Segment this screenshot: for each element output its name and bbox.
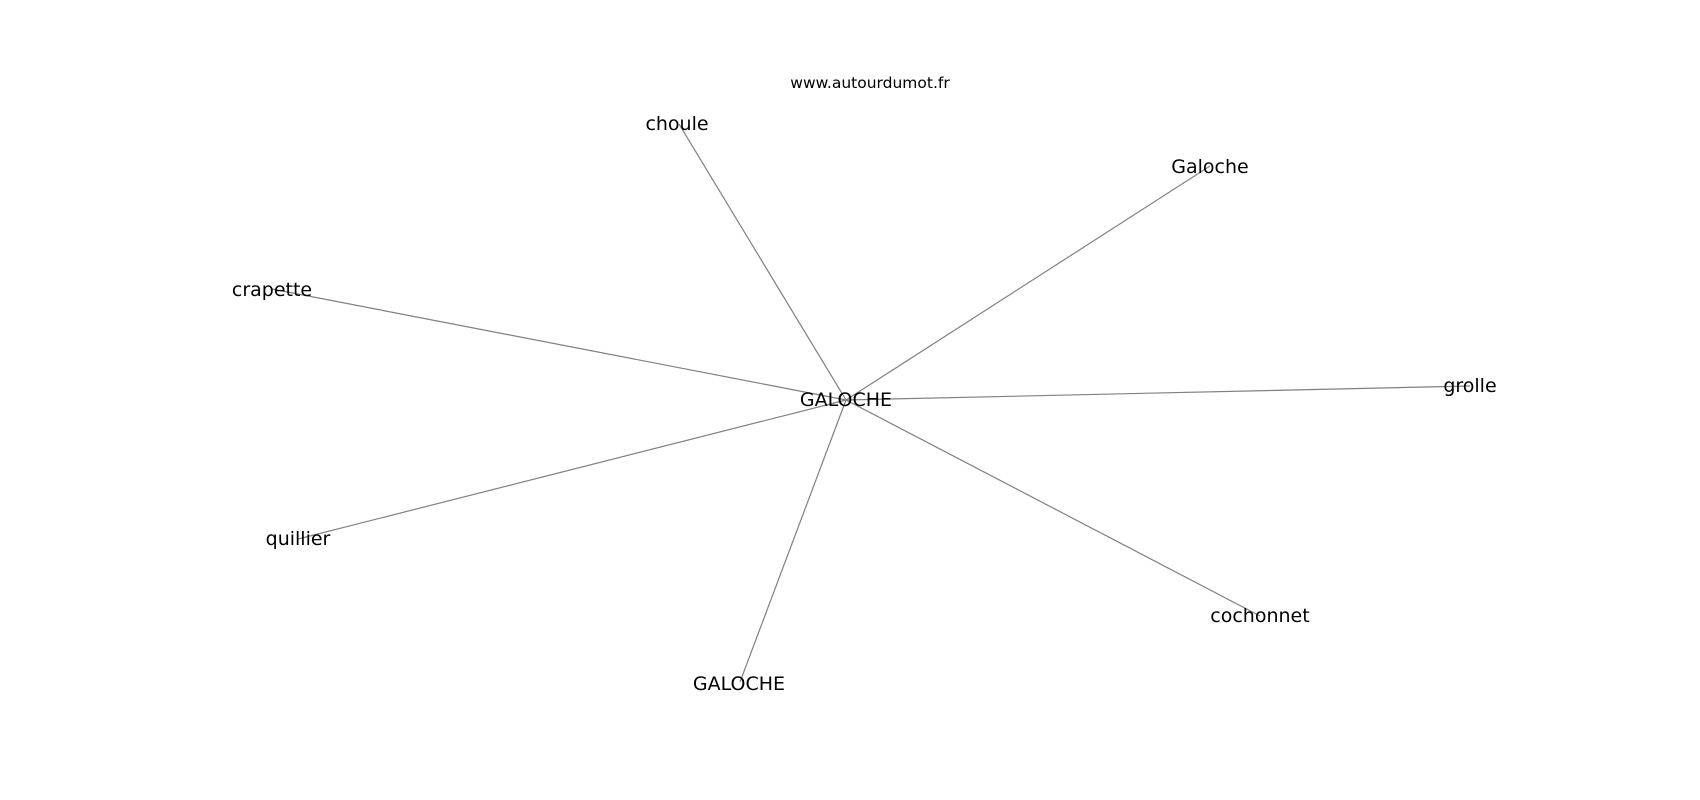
graph-edges — [271, 123, 1471, 683]
edge-galoche-cap — [845, 165, 1211, 401]
node-label-cochonnet: cochonnet — [1210, 605, 1309, 627]
node-label-grolle: grolle — [1443, 375, 1496, 397]
edge-choule — [678, 123, 847, 401]
node-label-center: GALOCHE — [800, 389, 892, 411]
node-label-galoche-upper: GALOCHE — [693, 673, 785, 695]
site-watermark: www.autourdumot.fr — [790, 74, 950, 92]
graph-node-labels: GALOCHE choule Galoche crapette grolle q… — [232, 113, 1497, 695]
edge-quillier — [297, 399, 847, 540]
node-label-galoche-cap: Galoche — [1171, 156, 1248, 178]
node-label-choule: choule — [645, 113, 708, 135]
edge-crapette — [271, 288, 847, 401]
node-label-crapette: crapette — [232, 279, 312, 301]
edge-grolle — [845, 385, 1471, 401]
edge-galoche-upper — [739, 399, 847, 683]
edge-cochonnet — [845, 399, 1261, 617]
node-label-quillier: quillier — [266, 528, 331, 550]
